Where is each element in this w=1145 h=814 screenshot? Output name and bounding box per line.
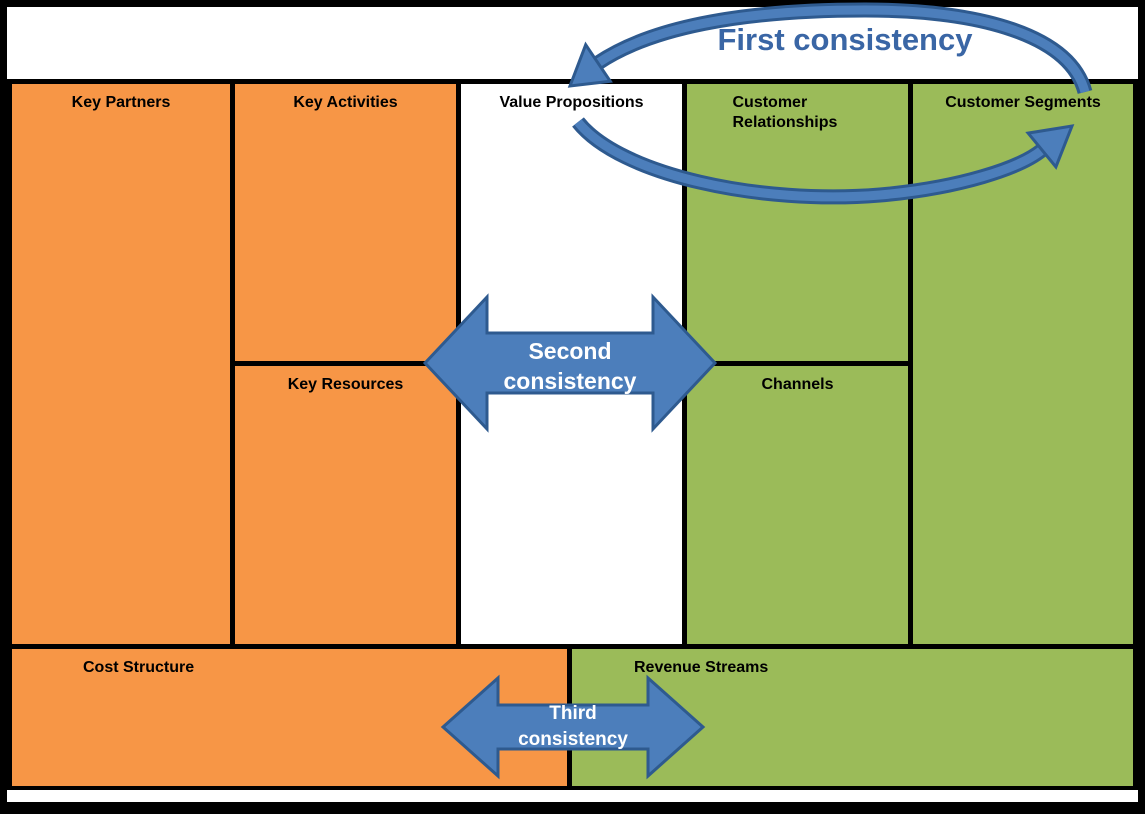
second-consistency-label: Second consistency (450, 336, 690, 396)
cell-revenue-streams-label: Revenue Streams (634, 659, 769, 676)
cell-key-activities-label: Key Activities (293, 94, 398, 111)
cell-value-propositions-label: Value Propositions (499, 94, 644, 111)
cell-key-activities: Key Activities (235, 84, 456, 361)
cell-customer-segments-label: Customer Segments (945, 94, 1101, 111)
second-consistency-line2: consistency (503, 368, 637, 394)
cell-key-partners: Key Partners (12, 84, 230, 644)
second-consistency-line1: Second (528, 338, 612, 364)
cell-key-resources: Key Resources (235, 366, 456, 644)
cell-customer-relationships: Customer Relationships (687, 84, 908, 361)
first-consistency-label: First consistency (717, 22, 973, 57)
third-consistency-line2: consistency (518, 729, 628, 750)
cell-channels-label: Channels (761, 376, 834, 393)
cell-key-resources-label: Key Resources (287, 376, 404, 393)
cell-channels: Channels (687, 366, 908, 644)
cell-key-partners-label: Key Partners (71, 94, 171, 111)
cell-customer-segments: Customer Segments (913, 84, 1133, 644)
third-consistency-line1: Third (549, 703, 597, 724)
cell-cost-structure-label: Cost Structure (83, 659, 195, 676)
cell-customer-relationships-label: Customer Relationships (732, 94, 838, 131)
third-consistency-label: Third consistency (463, 701, 683, 753)
